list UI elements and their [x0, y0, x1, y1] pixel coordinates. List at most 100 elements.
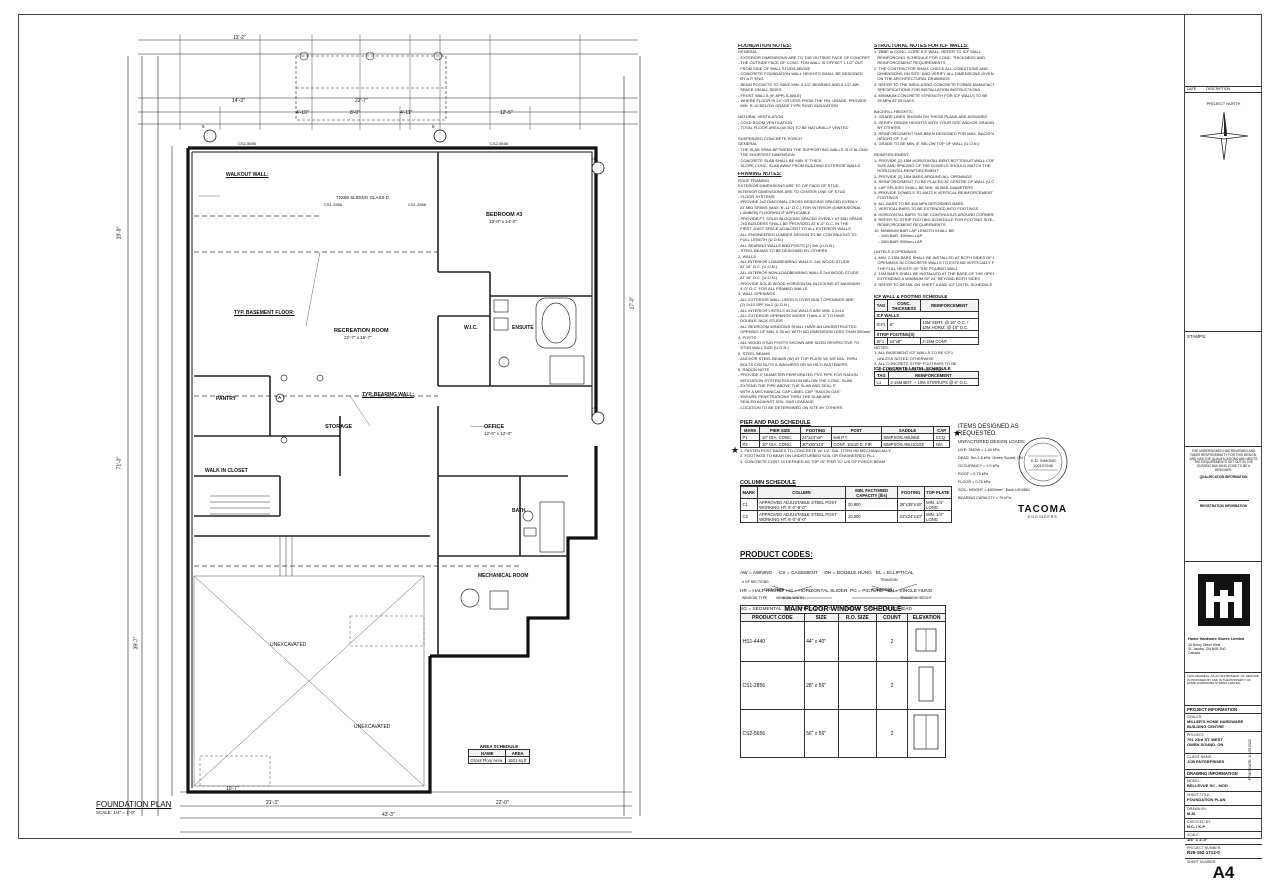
win-r0c1: 44" x 40"	[803, 621, 839, 662]
icf-h0: TAG	[873, 299, 889, 312]
icf-wall-schedule: ICF WALL & FOOTING SCHEDULE TAG CONC. TH…	[873, 294, 980, 371]
dim-top-4: 4'-10"	[296, 110, 309, 116]
column-title: COLUMN SCHEDULE	[740, 480, 796, 486]
rev-desc-header: DESCRIPTION	[1206, 87, 1230, 91]
dim-top-3: 22'-7"	[355, 98, 368, 104]
area-col-area: AREA	[505, 749, 530, 757]
win-h3: COUNT	[875, 613, 909, 622]
col-r0c3: 36"x36"x16"	[897, 498, 925, 511]
col-r1c2: 10,000	[845, 510, 899, 523]
marker-15: 15	[591, 156, 597, 161]
win-r0c3: 2	[875, 621, 909, 662]
sheet-number-cell: SHEET NUMBER: A4	[1185, 859, 1262, 883]
icf-section-walls: ICF WALLS	[874, 311, 979, 319]
checked-by-cell: CHECKED BY: N.C. / K.P.	[1185, 819, 1262, 832]
col-h1: COLUMN	[756, 486, 847, 499]
legal-block: THIS DRAWING, AS AN INSTRUMENT OF SERVIC…	[1185, 673, 1262, 706]
win-r0c0: HS1-4440	[740, 621, 805, 662]
scale-value: 1/4" = 1'-0"	[1187, 837, 1208, 842]
ensuite-label: ENSUITE	[512, 325, 534, 331]
wic-label: W.I.C.	[464, 325, 478, 331]
pier-r0c2: 24"x24"x8"	[799, 433, 832, 441]
load-line: SOIL: HEIGHT = 4800mm*, Each Lift 6851	[958, 488, 1030, 492]
win-r2c2	[837, 709, 877, 758]
lintel-h0: TAG	[874, 371, 889, 379]
stamps-label: STAMPS:	[1187, 334, 1207, 339]
client-label: DEALER:	[1187, 715, 1203, 719]
structural-notes-text: 1. ZBBF to CONC. CORE ICF WALL: REFER TO…	[874, 49, 994, 287]
win-h1: SIZE	[803, 613, 839, 622]
win-h2: R.O. SIZE	[837, 613, 877, 622]
office-size: 12'-0" x 12'-0"	[484, 431, 512, 436]
foundation-notes: FOUNDATION NOTES: GENERAL - EXTERIOR DIM…	[738, 44, 870, 444]
icf-f0c0: SF1	[873, 337, 889, 345]
marker-a: A	[278, 395, 282, 400]
icf-r0c2: 10M VERT. @ 16" O.C. / 10M HORIZ. @ 16" …	[919, 318, 980, 331]
disclaimer-text: THE UNDERSIGNED HAS REVIEWED AND TAKES R…	[1189, 449, 1258, 472]
owner-value: JCB ENTERPRISES	[1187, 759, 1225, 764]
unexcavated-label-1: UNEXCAVATED	[270, 642, 307, 648]
dim-bottom-3: 22'-0"	[496, 800, 509, 806]
dim-top-1: 13'-2"	[233, 35, 246, 41]
signature-line	[1198, 484, 1249, 501]
icf-r0c0: ICF1	[873, 318, 889, 331]
pier-h1: PIER SIZE	[759, 426, 801, 434]
col-h2: MIN. FACTORED CAPACITY (lbs)	[845, 486, 899, 499]
drawing-title: FOUNDATION PLAN	[96, 800, 172, 809]
engineer-number: 100197640	[1033, 463, 1054, 468]
win-elev-1	[907, 661, 946, 710]
product-code-diagram	[771, 583, 918, 599]
client-cell: DEALER: MILLER'S HOME HARDWARE BUILDING …	[1185, 714, 1262, 732]
project-north-label: PROJECT NORTH	[1206, 101, 1241, 106]
icf-lintel-title: ICF CONCRETE LINTEL SCHEDULE	[874, 366, 951, 371]
foundation-notes-title: FOUNDATION NOTES:	[738, 44, 792, 49]
win-elev-0	[907, 621, 946, 662]
col-r0c4: MIN. 1/4" LONG	[923, 498, 953, 511]
bedroom-size: 13'-0" x 14'-0"	[489, 219, 517, 224]
window-elevation-icon	[913, 714, 938, 749]
lintel-r0c0: L1	[874, 378, 889, 386]
win-h4: ELEVATION	[907, 613, 946, 622]
icf-h1: CONC. THICKNESS	[887, 299, 921, 312]
dim-bottom-2: 21'-3"	[266, 800, 279, 806]
model-label: MODEL:	[1187, 779, 1201, 783]
window-elevation-icon	[915, 628, 936, 651]
mechanical-room-label: MECHANICAL ROOM	[478, 573, 529, 579]
recreation-room-size: 22'-7" x 15'-7"	[344, 335, 372, 340]
checked-by-label: CHECKED BY:	[1187, 820, 1212, 824]
stamps-block: STAMPS:	[1185, 332, 1262, 447]
icf-wall-title: ICF WALL & FOOTING SCHEDULE	[874, 294, 948, 299]
storage-label: STORAGE	[325, 424, 353, 430]
icf-h2: REINFORCEMENT	[919, 299, 980, 312]
drawn-by-value: M.M.	[1187, 811, 1196, 816]
client-value: MILLER'S HOME HARDWARE BUILDING CENTRE	[1187, 719, 1244, 729]
pier-h3: POST	[830, 426, 882, 434]
load-line: FLOOR = 0.75 kPa	[958, 480, 991, 484]
drawing-scale: SCALE: 1/4" = 1'-0"	[96, 810, 136, 815]
design-load-list: LIVE: SNOW = 1.94 kPa DEAD: Sm 2.8 kPa, …	[958, 446, 1056, 502]
engineering-firm-sub: ENGINEERS	[1028, 515, 1058, 519]
icf-wall-notes: NOTES: 1. ALL BASEMENT ICF WALLS TO BE I…	[874, 345, 957, 371]
marker-5: 5	[202, 124, 205, 129]
checked-by-value: N.C. / K.P.	[1187, 824, 1206, 829]
col-r0c1: APPROVED ADJUSTABLE STEEL POST WORKING H…	[756, 498, 847, 511]
sheet-number-value: A4	[1212, 863, 1235, 882]
recreation-room-label: RECREATION ROOM	[334, 328, 389, 334]
product-codes: PRODUCT CODES: AW = AWNING CS = CASEMENT…	[740, 550, 940, 625]
col-r1c3: 24"x24"x10"	[897, 510, 925, 523]
product-code-label-sections: # OF SECTIONS	[742, 580, 769, 584]
win-r2c1: 56" x 56"	[803, 709, 839, 758]
project-number-label: PROJECT NUMBER:	[1187, 846, 1222, 850]
model-cell: MODEL: BELLEVUE SC - MOD	[1185, 778, 1262, 792]
product-codes-title: PRODUCT CODES:	[740, 550, 813, 559]
star-icon: ★	[953, 428, 962, 438]
product-code-line: SG = SEGMENTAL SP = SPECIALTY T = TRANSO…	[740, 607, 912, 612]
lintel-r0c1: 2-15M BOT. + 10M STIRRUPS @ 6" O.C.	[887, 378, 980, 386]
star-icon: ★	[731, 445, 740, 455]
project-address: 791 23rd ST. WEST OWEN SOUND, ON	[1187, 737, 1224, 747]
load-line: BEARING CAPACITY = 75 kPa	[958, 496, 1011, 500]
dim-left-3: 39'-7"	[133, 636, 140, 650]
window-schedule-title: MAIN FLOOR WINDOW SCHEDULE	[740, 605, 946, 613]
win-r1c1: 28" x 56"	[803, 661, 839, 710]
